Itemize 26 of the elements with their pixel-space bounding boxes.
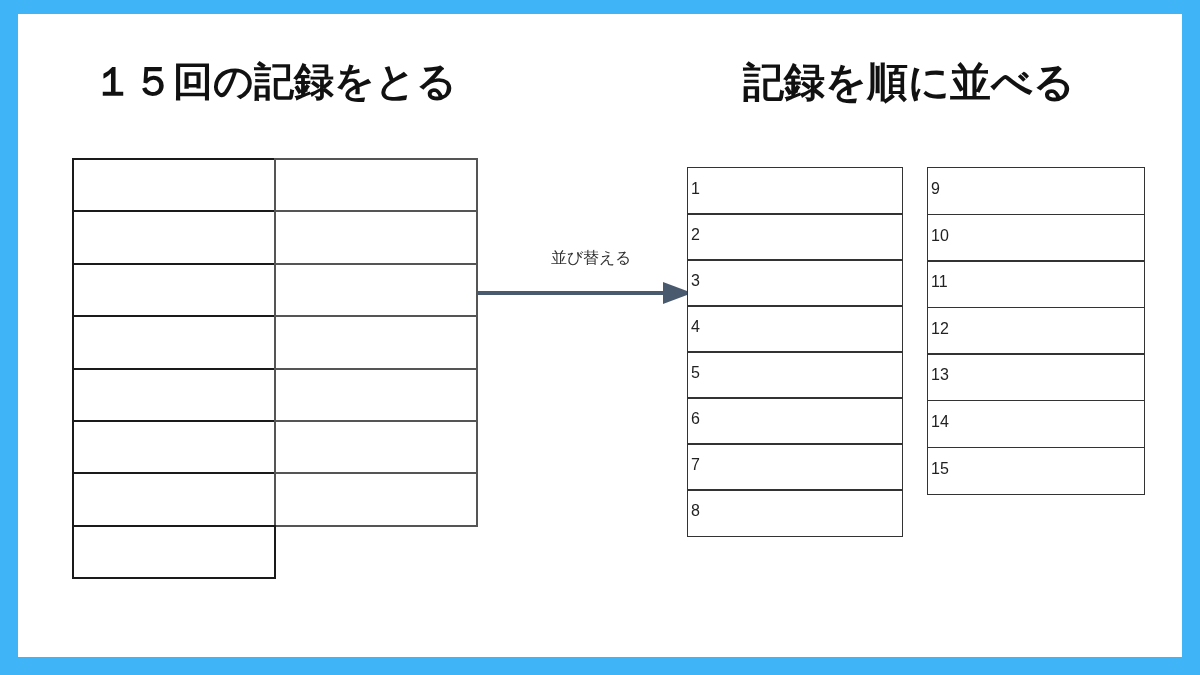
table-cell: 10 — [927, 213, 1145, 262]
table-cell: 9 — [927, 167, 1145, 216]
table-cell: 12 — [927, 306, 1145, 355]
blank-cell — [274, 367, 478, 422]
heading: １５回の記録をとる — [93, 57, 457, 106]
table-cell: 3 — [687, 259, 903, 307]
blank-cell — [72, 158, 276, 213]
table-cell: 2 — [687, 213, 903, 261]
table-cell: 1 — [687, 167, 903, 215]
blank-cell — [274, 472, 478, 527]
table-cell: 14 — [927, 400, 1145, 449]
table-cell: 5 — [687, 351, 903, 399]
table-cell: 7 — [687, 443, 903, 491]
table-cell: 13 — [927, 353, 1145, 402]
table-cell: 6 — [687, 397, 903, 445]
blank-cell — [274, 262, 478, 318]
table-cell: 15 — [927, 446, 1145, 495]
table-cell: 8 — [687, 489, 903, 537]
blank-cell — [274, 420, 478, 475]
table-cell: 4 — [687, 305, 903, 353]
blank-cell — [72, 524, 276, 580]
table-cell: 11 — [927, 260, 1145, 309]
blank-cell — [274, 210, 478, 265]
blank-cell — [274, 158, 478, 213]
blank-cell — [274, 315, 478, 370]
heading: 記録を順に並べる — [743, 57, 1075, 107]
